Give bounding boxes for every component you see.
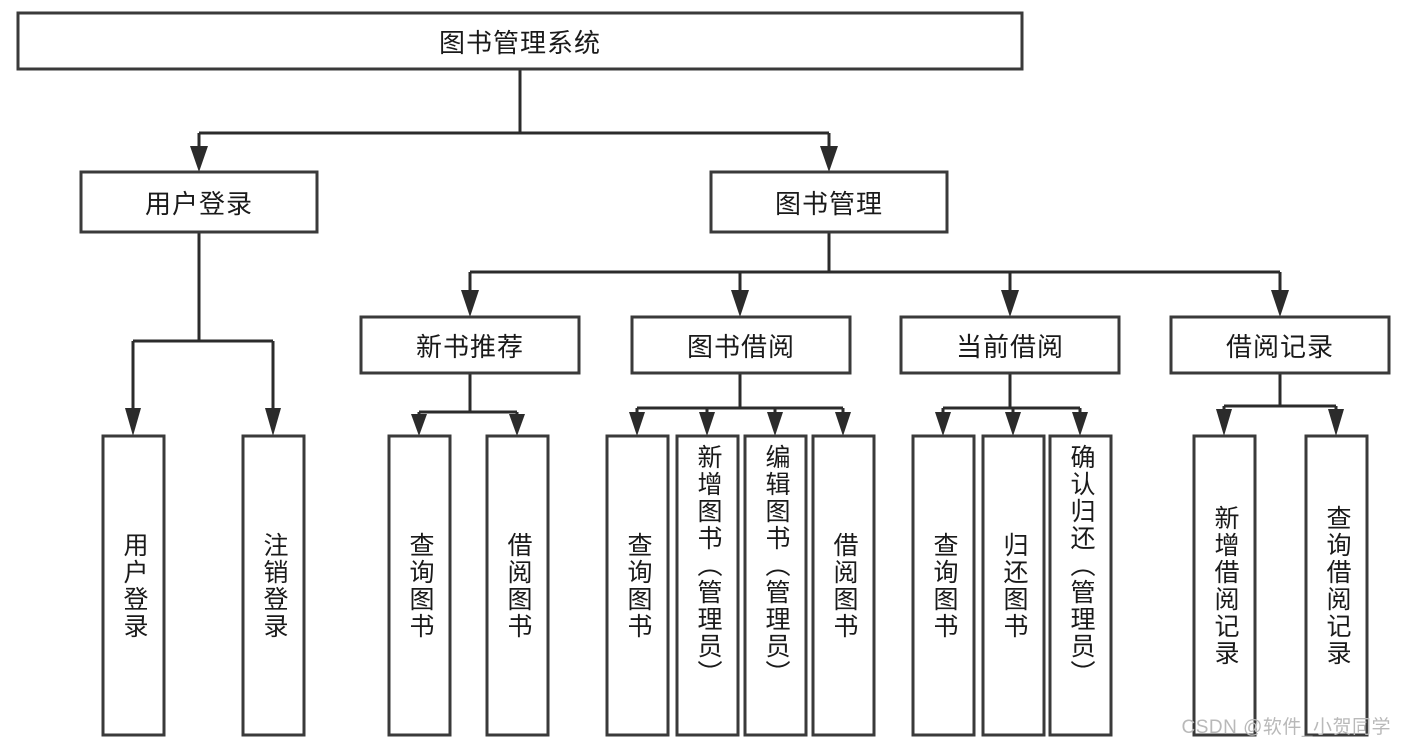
node-box-root[interactable]	[16, 11, 1024, 71]
arrow-head-borrow-record	[1271, 290, 1289, 317]
node-box-leaf-borrow-books-1[interactable]	[485, 434, 550, 737]
arrow-head-leaf-query-books-2	[629, 412, 645, 436]
node-box-leaf-edit-book-admin[interactable]	[743, 434, 808, 737]
arrow-head-book-borrow	[731, 290, 749, 317]
node-box-current-borrow[interactable]	[899, 315, 1121, 375]
arrow-head-leaf-query-books-1	[411, 414, 427, 436]
node-box-leaf-query-books-3[interactable]	[911, 434, 976, 737]
node-box-layer	[16, 11, 1391, 737]
arrow-head-leaf-add-borrow-record	[1216, 409, 1232, 436]
node-box-leaf-borrow-books-2[interactable]	[811, 434, 876, 737]
arrow-head-current-borrow	[1001, 290, 1019, 317]
arrow-head-leaf-query-books-3	[935, 412, 951, 436]
node-box-book-management[interactable]	[709, 170, 949, 234]
node-box-leaf-confirm-return-admin[interactable]	[1048, 434, 1113, 737]
arrow-head-leaf-edit-book-admin	[767, 412, 783, 436]
node-box-leaf-query-borrow-record[interactable]	[1304, 434, 1369, 737]
node-box-leaf-query-books-2[interactable]	[605, 434, 670, 737]
node-box-new-book-recommend[interactable]	[359, 315, 581, 375]
node-box-user-login[interactable]	[79, 170, 319, 234]
arrow-head-book-management	[820, 146, 838, 172]
arrow-head-leaf-user-login	[125, 408, 141, 436]
node-box-book-borrow[interactable]	[630, 315, 852, 375]
node-box-leaf-return-books[interactable]	[981, 434, 1046, 737]
arrow-head-user-login	[190, 146, 208, 172]
node-box-leaf-add-borrow-record[interactable]	[1192, 434, 1257, 737]
node-box-leaf-logout-login[interactable]	[241, 434, 306, 737]
arrow-head-leaf-confirm-return-admin	[1072, 412, 1088, 436]
arrow-head-leaf-add-book-admin	[699, 412, 715, 436]
node-box-leaf-add-book-admin[interactable]	[675, 434, 740, 737]
arrow-head-leaf-return-books	[1005, 412, 1021, 436]
arrow-head-leaf-query-borrow-record	[1328, 409, 1344, 436]
arrow-head-new-book-recommend	[461, 290, 479, 317]
csdn-watermark: CSDN @软件_小贺同学	[1181, 717, 1391, 738]
arrow-head-leaf-borrow-books-1	[509, 414, 525, 436]
node-box-borrow-record[interactable]	[1169, 315, 1391, 375]
arrow-head-leaf-borrow-books-2	[835, 412, 851, 436]
node-box-leaf-query-books-1[interactable]	[387, 434, 452, 737]
edge-layer	[125, 69, 1344, 436]
arrow-head-leaf-logout-login	[265, 408, 281, 436]
node-box-leaf-user-login[interactable]	[101, 434, 166, 737]
